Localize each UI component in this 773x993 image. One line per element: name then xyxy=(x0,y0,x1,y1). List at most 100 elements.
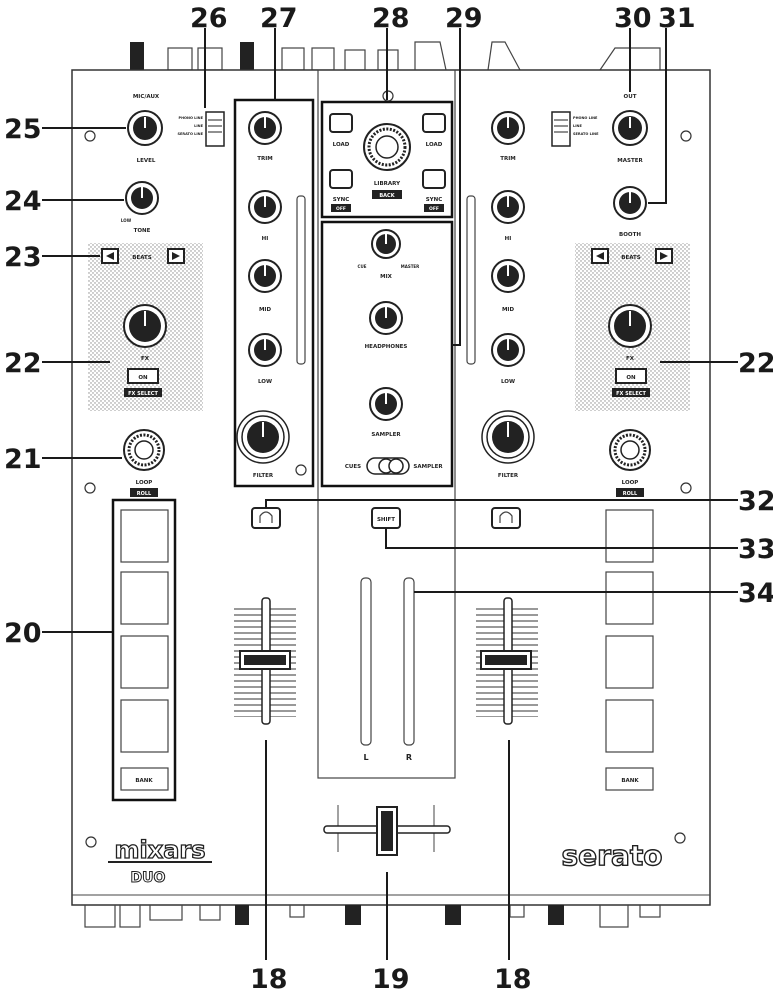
level-knob[interactable] xyxy=(127,110,163,146)
top-connectors xyxy=(130,41,661,71)
sync-right-button[interactable] xyxy=(422,169,446,189)
duo-logo: DUO xyxy=(131,870,166,886)
hi-knob[interactable] xyxy=(491,190,525,224)
left-channel-strip: TRIM HI MID LOW FILTER xyxy=(233,98,315,488)
booth-knob[interactable] xyxy=(613,186,647,220)
roll-badge xyxy=(616,488,644,497)
loop-knob[interactable] xyxy=(609,429,651,471)
fx-on-button[interactable] xyxy=(127,368,159,384)
callout-21: 21 xyxy=(4,444,42,475)
channel-meter xyxy=(466,195,476,365)
mid-knob[interactable] xyxy=(248,259,282,293)
out-label: OUT xyxy=(624,94,637,100)
performance-pad[interactable] xyxy=(120,635,169,689)
roll-label: ROLL xyxy=(137,491,152,497)
shift-label: SHIFT xyxy=(377,517,395,523)
roll-badge xyxy=(130,488,158,497)
output-selector-option: PHONO LINE xyxy=(573,116,598,120)
load-right-button[interactable] xyxy=(422,113,446,133)
load-right-label: LOAD xyxy=(426,142,443,148)
arrow-left-icon xyxy=(106,252,114,260)
low-knob[interactable] xyxy=(248,333,282,367)
filter-knob[interactable] xyxy=(481,410,535,464)
cues-label: CUES xyxy=(345,464,361,470)
mid-label: MID xyxy=(502,307,515,313)
loop-label: LOOP xyxy=(622,480,639,486)
callout-23: 23 xyxy=(4,242,42,273)
bank-button[interactable] xyxy=(605,767,654,791)
cue-right-button[interactable] xyxy=(491,507,521,529)
mix-knob[interactable] xyxy=(371,229,401,259)
performance-pad[interactable] xyxy=(120,699,169,753)
meter-r-label: R xyxy=(406,753,412,762)
output-selector-option: SERATO LINE xyxy=(573,132,599,136)
library-frame xyxy=(320,100,454,219)
bank-button[interactable] xyxy=(120,767,169,791)
master-label: MASTER xyxy=(617,158,643,164)
right-channel-fader[interactable] xyxy=(476,597,538,725)
serato-logo: serato xyxy=(562,839,663,872)
performance-pad[interactable] xyxy=(605,635,654,689)
left-channel-fader[interactable] xyxy=(234,597,296,725)
loop-label: LOOP xyxy=(136,480,153,486)
load-left-button[interactable] xyxy=(329,113,353,133)
callout-26: 26 xyxy=(190,3,228,34)
mic-aux-label: MIC/AUX xyxy=(133,94,160,100)
tone-knob[interactable] xyxy=(125,181,159,215)
tone-label: TONE xyxy=(134,228,151,234)
fx-select-label: FX SELECT xyxy=(616,391,646,397)
fx-on-button[interactable] xyxy=(615,368,647,384)
callout-19: 19 xyxy=(372,964,410,993)
loop-knob[interactable] xyxy=(123,429,165,471)
cue-sampler-switch[interactable] xyxy=(366,457,410,475)
arrow-right-icon xyxy=(172,252,180,260)
trim-label: TRIM xyxy=(257,156,273,162)
output-selector-option: LINE xyxy=(573,124,582,128)
sync-right-label: SYNC xyxy=(426,197,443,203)
low-label: LOW xyxy=(258,379,272,385)
load-left-label: LOAD xyxy=(333,142,350,148)
performance-pad[interactable] xyxy=(605,571,654,625)
sampler-knob[interactable] xyxy=(369,387,403,421)
performance-pad[interactable] xyxy=(605,509,654,563)
fx-knob[interactable] xyxy=(123,304,167,348)
callout-20: 20 xyxy=(4,618,42,649)
off-right-badge xyxy=(424,204,444,212)
bank-label: BANK xyxy=(621,778,639,784)
beats-label: BEATS xyxy=(621,255,641,261)
hi-label: HI xyxy=(505,236,512,242)
mid-knob[interactable] xyxy=(491,259,525,293)
right-section: OUT PHONO LINE LINE SERATO LINE MASTER B… xyxy=(551,94,690,873)
channel-meter xyxy=(296,195,306,365)
filter-label: FILTER xyxy=(253,473,274,479)
mid-label: MID xyxy=(259,307,272,313)
crossfader[interactable] xyxy=(323,805,451,856)
performance-pad[interactable] xyxy=(120,571,169,625)
hi-label: HI xyxy=(262,236,269,242)
output-selector-switch[interactable] xyxy=(551,111,571,147)
callout-28: 28 xyxy=(372,3,410,34)
filter-knob[interactable] xyxy=(236,410,290,464)
master-meter-left xyxy=(360,577,372,746)
callout-18-right: 18 xyxy=(494,964,532,993)
callout-numbers: 25 24 23 22 21 20 26 27 28 29 30 31 22 3… xyxy=(4,3,773,993)
input-selector-switch[interactable] xyxy=(205,111,225,147)
master-knob[interactable] xyxy=(612,110,648,146)
library-encoder[interactable] xyxy=(363,123,411,171)
cue-left-button[interactable] xyxy=(251,507,281,529)
headphones-knob[interactable] xyxy=(369,301,403,335)
performance-pad[interactable] xyxy=(605,699,654,753)
hi-knob[interactable] xyxy=(248,190,282,224)
center-section: LOAD LOAD LIBRARY BACK SYNC OFF SYNC OFF… xyxy=(251,100,521,762)
headphone-icon xyxy=(499,511,513,523)
callout-27: 27 xyxy=(260,3,298,34)
fx-knob[interactable] xyxy=(608,304,652,348)
trim-knob[interactable] xyxy=(248,111,282,145)
trim-knob[interactable] xyxy=(491,111,525,145)
mix-label: MIX xyxy=(380,274,393,280)
sync-left-button[interactable] xyxy=(329,169,353,189)
low-knob[interactable] xyxy=(491,333,525,367)
performance-pad[interactable] xyxy=(120,509,169,563)
callout-25: 25 xyxy=(4,114,42,145)
callout-18-left: 18 xyxy=(250,964,288,993)
